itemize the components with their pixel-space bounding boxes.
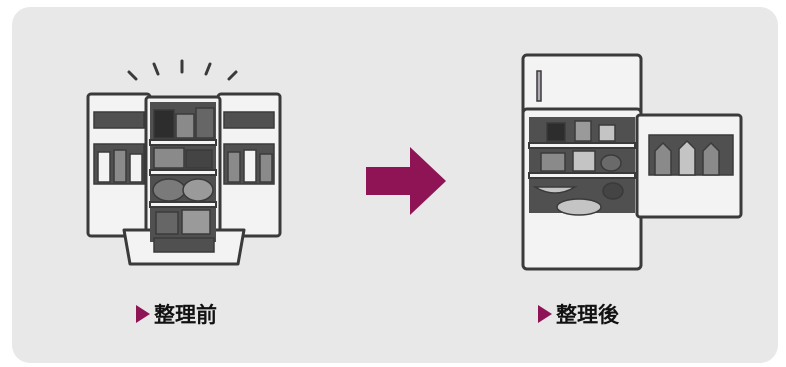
messy-fridge-illustration <box>86 59 282 266</box>
before-caption: 整理前 <box>136 299 217 329</box>
after-label: 整理後 <box>556 303 619 327</box>
organized-fridge-illustration <box>521 53 743 271</box>
before-label: 整理前 <box>154 303 217 327</box>
triangle-marker-icon <box>136 305 150 323</box>
comparison-panel: 整理前 整理後 <box>12 7 778 363</box>
after-caption: 整理後 <box>538 299 619 329</box>
right-arrow-icon <box>366 147 446 215</box>
clutter-mark <box>127 70 138 81</box>
triangle-marker-icon <box>538 305 552 323</box>
